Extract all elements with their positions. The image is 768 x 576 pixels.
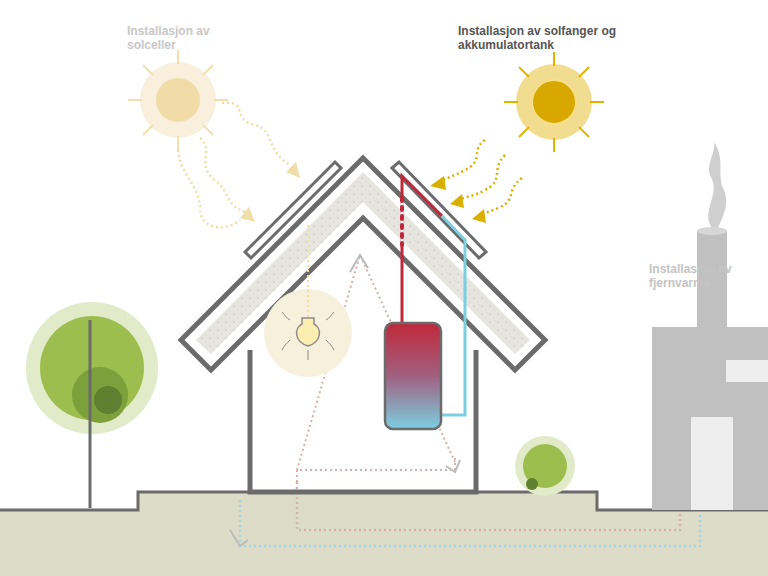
caption-label: Installasjon av solceller	[127, 24, 237, 52]
tree	[26, 302, 158, 508]
caption-label: Installasjon av solfanger og akkumulator…	[458, 24, 658, 52]
sun-pale	[128, 50, 228, 150]
sun	[504, 52, 604, 152]
caption-label: Installasjon av fjernvarme	[649, 262, 759, 290]
factory	[652, 142, 768, 510]
tank	[385, 323, 441, 429]
bush	[515, 436, 575, 496]
lamp	[264, 225, 352, 377]
